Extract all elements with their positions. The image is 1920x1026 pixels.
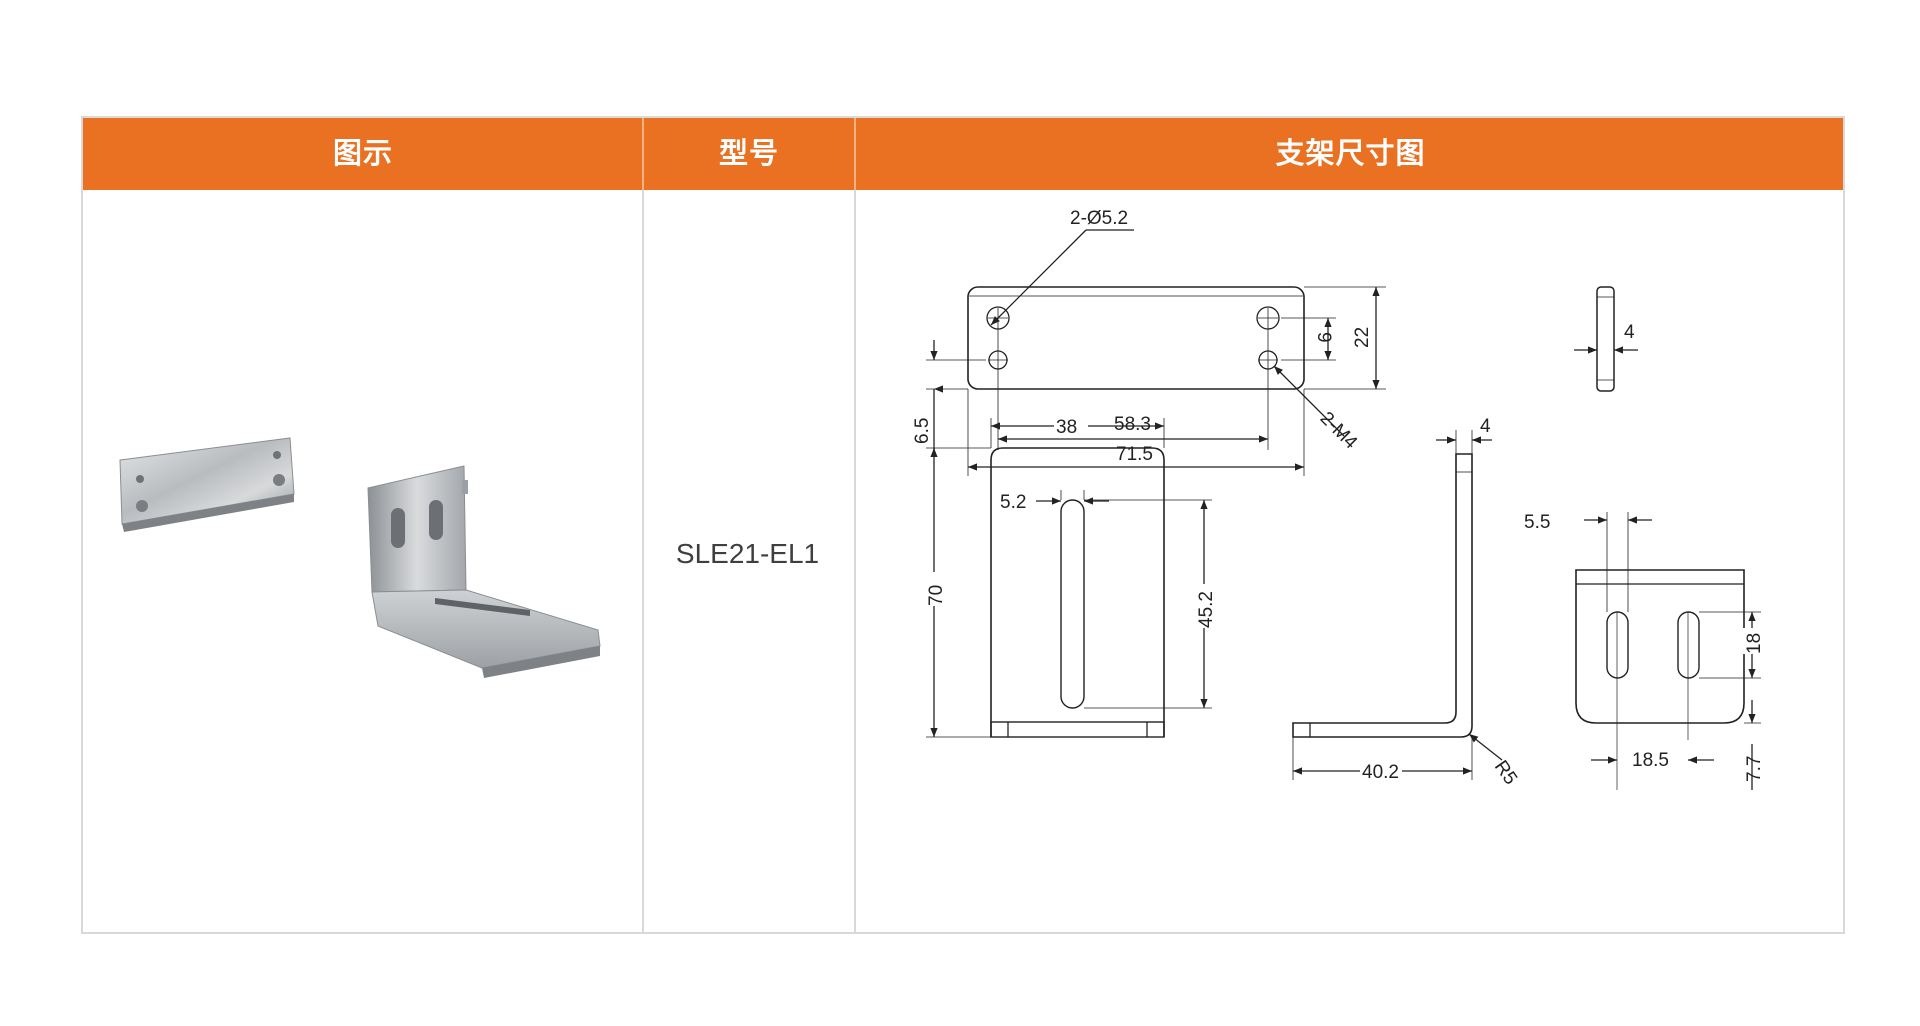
front-view: 38 5.2 70 45.2 <box>922 414 1217 738</box>
dim-thread-callout: 2-M4 <box>1316 408 1362 454</box>
dim-height: 22 <box>1352 327 1373 348</box>
side-view: 4 <box>1574 286 1638 392</box>
header-model: 型号 <box>718 138 779 170</box>
bracket-dimension-drawing: 2-Ø5.2 2-M4 9 22 6.5 58.3 71.5 <box>912 208 1765 790</box>
dim-profile-base: 40.2 <box>1362 762 1399 783</box>
spec-table: 图示 型号 支架尺寸图 SLE21-EL1 <box>81 116 1845 934</box>
column-divider <box>854 118 856 932</box>
dim-bottom-slot-width: 5.5 <box>1524 512 1550 533</box>
header-divider <box>642 118 644 190</box>
flat-plate-bracket <box>119 437 295 532</box>
dim-front-slot-length: 45.2 <box>1196 591 1217 628</box>
dim-bottom-slot-pitch: 18.5 <box>1632 750 1669 771</box>
dim-front-height: 70 <box>926 585 947 606</box>
dim-hole-pitch-v: 9 <box>1313 332 1334 343</box>
dim-profile-radius: R5 <box>1490 757 1521 789</box>
profile-view: 4 40.2 R5 <box>1292 416 1521 789</box>
dim-front-width: 38 <box>1056 417 1077 438</box>
top-view: 2-Ø5.2 2-M4 9 22 6.5 58.3 71.5 <box>912 208 1386 476</box>
column-divider <box>642 118 644 932</box>
header-drawing: 支架尺寸图 <box>1275 138 1426 170</box>
dim-bottom-slot-length: 18 <box>1744 633 1765 654</box>
bottom-view: 5.5 18 18.5 7.7 <box>1524 512 1765 790</box>
dim-length: 71.5 <box>1116 444 1153 465</box>
dim-hole-callout: 2-Ø5.2 <box>1070 208 1128 229</box>
dim-bottom-edge: 7.7 <box>1744 756 1765 782</box>
header-divider <box>854 118 856 190</box>
model-value: SLE21-EL1 <box>675 538 820 569</box>
dim-profile-thickness: 4 <box>1480 416 1491 437</box>
table-header-row: 图示 型号 支架尺寸图 <box>83 118 1843 190</box>
dim-offset: 6.5 <box>912 418 933 444</box>
dim-side-thickness: 4 <box>1624 322 1635 343</box>
header-image: 图示 <box>332 138 393 170</box>
bracket-product-image <box>119 437 601 678</box>
dim-hole-pitch-h: 58.3 <box>1114 414 1151 435</box>
dim-front-slot-width: 5.2 <box>1000 492 1026 513</box>
l-bracket <box>367 465 601 678</box>
